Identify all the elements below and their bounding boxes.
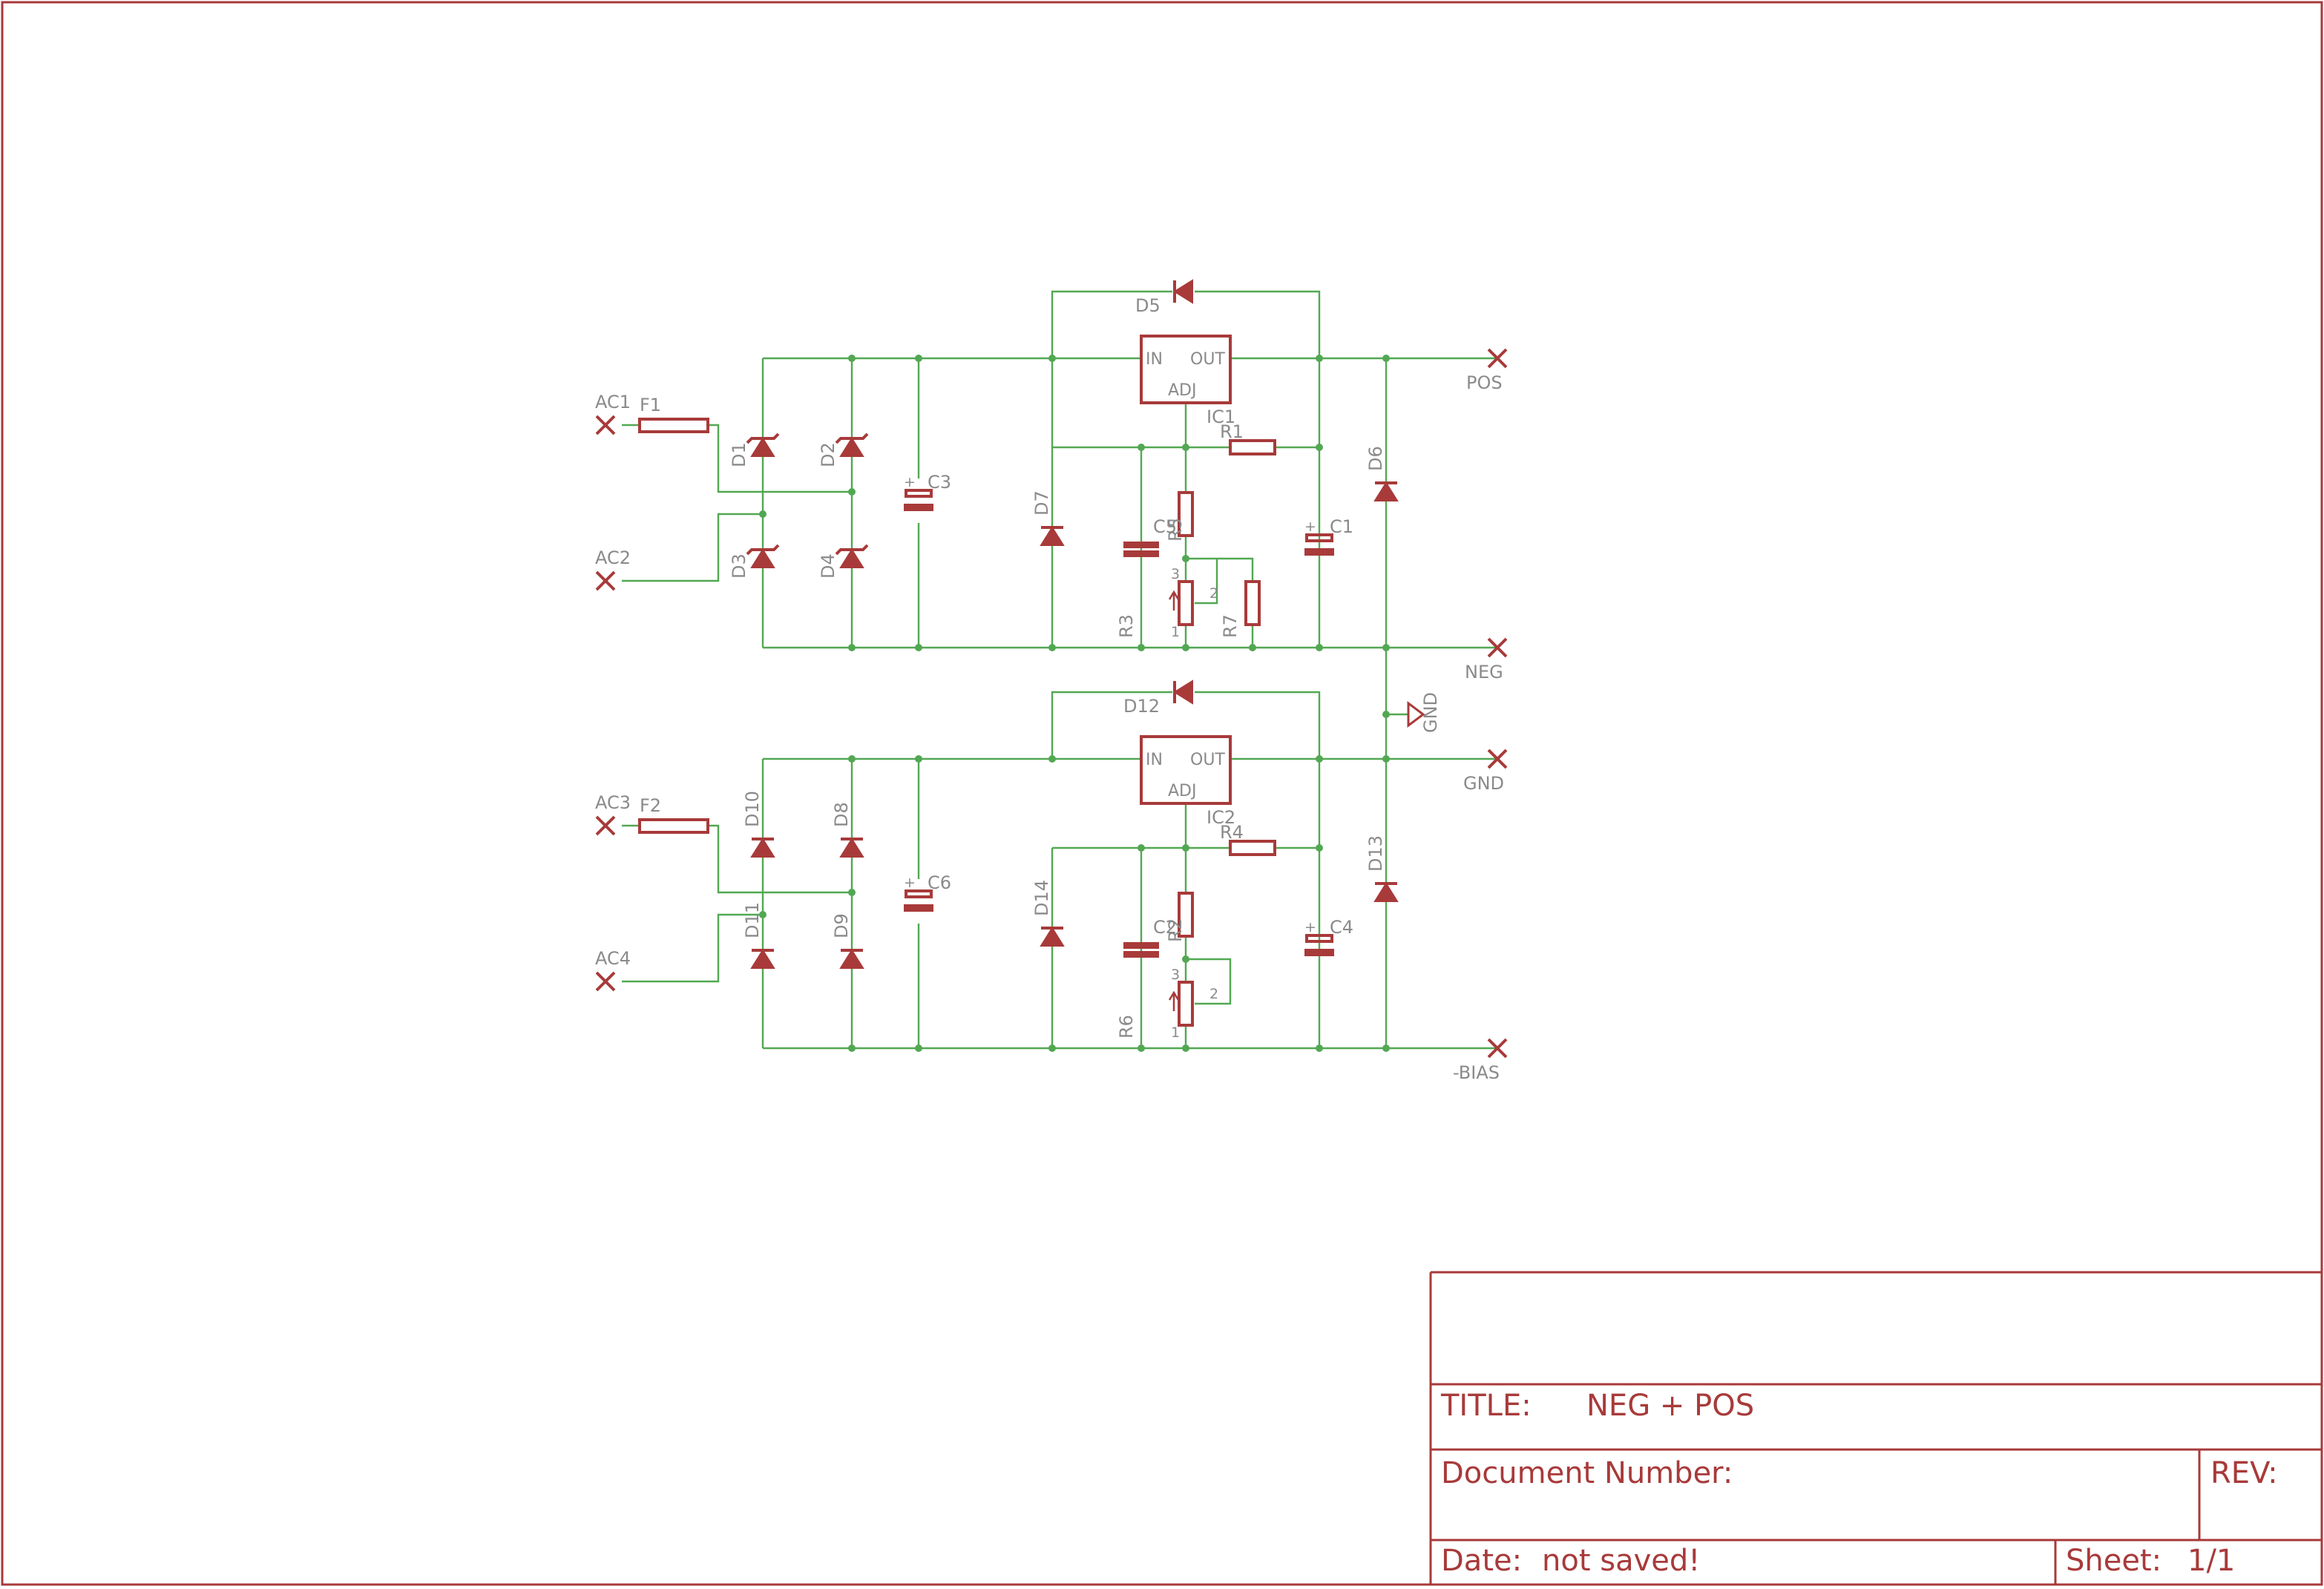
d11-label: D11 [742,902,763,938]
date-label: Date: [1441,1544,1522,1578]
d3-label: D3 [729,553,749,579]
r2-label: R2 [1165,918,1186,942]
lower-supply-wires [622,691,1499,1050]
d7-label: D7 [1031,490,1052,516]
ac2-label: AC2 [595,547,631,568]
r6-pin1: 1 [1171,1024,1180,1041]
pos-label: POS [1466,372,1503,393]
r1-label: R1 [1220,421,1244,442]
date-value: not saved! [1542,1544,1700,1578]
d6-label: D6 [1365,446,1386,471]
bias-label: -BIAS [1453,1062,1500,1083]
gnd-link: GND [1382,648,1441,759]
title-block: TITLE: NEG + POS Document Number: REV: D… [1440,1389,2278,1578]
d2-label: D2 [818,442,838,467]
c1-label: C1 [1330,516,1353,537]
f2-label: F2 [640,795,661,816]
d8-label: D8 [831,802,852,827]
d10-label: D10 [742,791,763,827]
ic2-regulator [1140,735,1232,805]
c1-plus: + [1304,519,1316,535]
c5-label: C5 [1153,516,1177,537]
upper-supply-wires [622,290,1499,649]
sheet-label: Sheet: [2066,1544,2161,1578]
d9-label: D9 [831,913,852,938]
c2-label: C2 [1153,917,1177,938]
c4-label: C4 [1330,917,1353,938]
ic1-regulator [1140,335,1232,404]
ic1-pin-out: OUT [1190,350,1225,369]
f1-label: F1 [640,395,661,415]
c3-label: C3 [928,472,951,493]
c3-plus: + [904,474,916,490]
r4-label: R4 [1220,822,1244,843]
r6-label: R6 [1116,1015,1137,1039]
d4-label: D4 [818,553,838,579]
document-number-label: Document Number: [1441,1456,1733,1490]
lower-junctions [759,755,1390,1052]
ic2-pin-out: OUT [1190,751,1225,769]
upper-supply-symbols: IN OUT ADJ IC1 D1 D2 D3 D4 D5 D6 D7 F1 +… [595,279,1508,682]
title-label: TITLE: [1440,1389,1532,1423]
r5-label: R5 [1165,518,1186,542]
d5-label: D5 [1135,295,1161,316]
d1-label: D1 [729,442,749,467]
ic1-label: IC1 [1207,407,1235,427]
sheet-number: 1/1 [2187,1544,2235,1578]
sheet-title: NEG + POS [1586,1389,1754,1423]
ic2-label: IC2 [1207,807,1235,828]
r3-pin2: 2 [1209,585,1218,602]
d12-label: D12 [1123,696,1160,717]
ac4-label: AC4 [595,948,631,969]
ac1-label: AC1 [595,392,631,412]
ac3-label: AC3 [595,792,631,813]
c4-plus: + [1304,919,1316,935]
ic1-pin-in: IN [1146,350,1163,369]
d13-label: D13 [1365,835,1386,872]
r7-label: R7 [1220,614,1241,638]
ic1-pin-adj: ADJ [1168,381,1196,400]
c6-label: C6 [928,872,951,893]
ic2-pin-adj: ADJ [1168,782,1196,800]
ic2-pin-in: IN [1146,751,1163,769]
rev-label: REV: [2210,1456,2278,1490]
upper-junctions [759,355,1390,651]
gnd-label: GND [1463,773,1504,794]
r3-pin1: 1 [1171,624,1180,640]
r3-pin3: 3 [1171,566,1180,582]
r6-pin2: 2 [1209,986,1218,1002]
c6-plus: + [904,875,916,891]
neg-label: NEG [1465,662,1503,682]
gnd-symbol-label: GND [1420,692,1441,733]
lower-supply-symbols: IN OUT ADJ IC2 D10 D8 D11 D9 D12 D13 D14… [595,680,1508,1083]
d14-label: D14 [1031,880,1052,916]
r3-label: R3 [1116,614,1137,638]
r6-pin3: 3 [1171,967,1180,983]
